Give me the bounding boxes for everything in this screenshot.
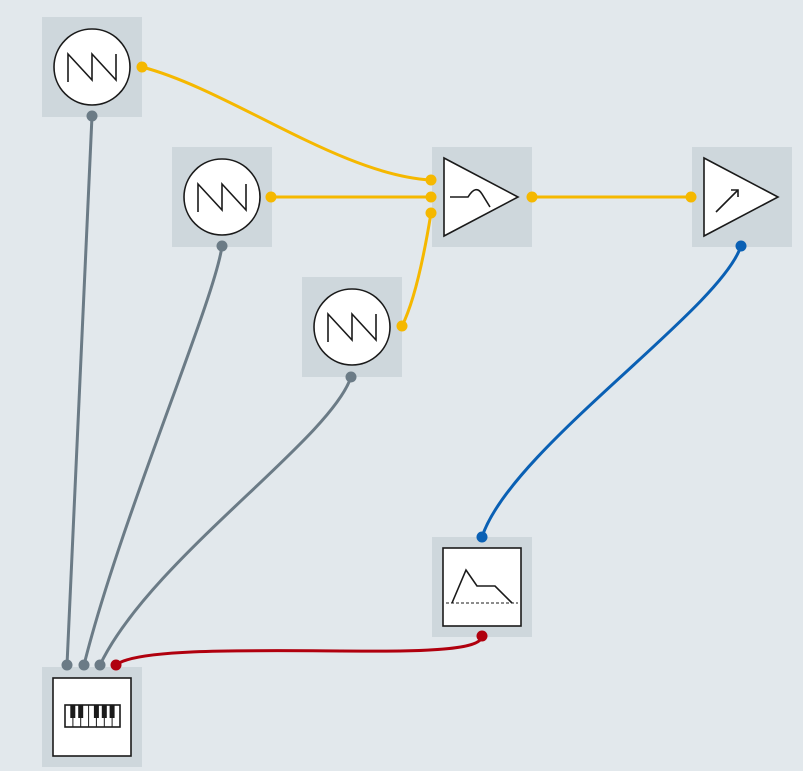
port-keyboard-pitch-out-2[interactable] bbox=[78, 659, 90, 671]
port-oscillator-1-pitch-in[interactable] bbox=[86, 110, 98, 122]
sawtooth-wave-icon bbox=[327, 311, 377, 343]
filter-module[interactable] bbox=[432, 147, 532, 247]
wires bbox=[65, 65, 743, 667]
port-filter-audio-in-1[interactable] bbox=[425, 174, 437, 186]
piano-keyboard-icon bbox=[64, 704, 121, 728]
oscillator-1-module[interactable] bbox=[42, 17, 142, 117]
port-filter-audio-in-2[interactable] bbox=[425, 191, 437, 203]
port-keyboard-pitch-out-1[interactable] bbox=[61, 659, 73, 671]
wire-audio-oscillator-1-to-filter[interactable] bbox=[141, 65, 432, 182]
port-oscillator-2-pitch-in[interactable] bbox=[216, 240, 228, 252]
wire-audio-oscillator-3-to-filter[interactable] bbox=[400, 212, 433, 327]
wire-pitch-keyboard-to-oscillator-1[interactable] bbox=[65, 115, 94, 666]
port-oscillator-1-audio-out[interactable] bbox=[136, 61, 148, 73]
oscillator-3-module[interactable] bbox=[302, 277, 402, 377]
port-amplifier-modulation-in[interactable] bbox=[735, 240, 747, 252]
amplifier-body bbox=[703, 156, 780, 238]
wire-gate-keyboard-to-envelope[interactable] bbox=[115, 635, 484, 667]
wire-pitch-keyboard-to-oscillator-2[interactable] bbox=[82, 245, 224, 666]
port-keyboard-gate-out[interactable] bbox=[110, 659, 122, 671]
envelope-body bbox=[442, 547, 522, 627]
port-oscillator-2-audio-out[interactable] bbox=[265, 191, 277, 203]
filter-body bbox=[443, 156, 520, 238]
port-amplifier-audio-in[interactable] bbox=[685, 191, 697, 203]
port-envelope-gate-in[interactable] bbox=[476, 630, 488, 642]
sawtooth-wave-icon bbox=[197, 181, 247, 213]
lowpass-filter-icon bbox=[450, 188, 491, 208]
adsr-envelope-icon bbox=[446, 568, 518, 604]
wire-pitch-keyboard-to-oscillator-3[interactable] bbox=[98, 376, 353, 666]
port-filter-audio-in-3[interactable] bbox=[425, 207, 437, 219]
wire-modulation-envelope-to-amplifier[interactable] bbox=[480, 245, 743, 538]
port-oscillator-3-audio-out[interactable] bbox=[396, 320, 408, 332]
keyboard-module[interactable] bbox=[42, 667, 142, 767]
vca-amplifier-icon bbox=[715, 189, 739, 213]
port-oscillator-3-pitch-in[interactable] bbox=[345, 371, 357, 383]
sawtooth-wave-icon bbox=[67, 51, 117, 83]
ports bbox=[61, 61, 747, 671]
envelope-module[interactable] bbox=[432, 537, 532, 637]
port-keyboard-pitch-out-3[interactable] bbox=[94, 659, 106, 671]
port-filter-audio-out[interactable] bbox=[526, 191, 538, 203]
oscillator-2-module[interactable] bbox=[172, 147, 272, 247]
port-envelope-modulation-out[interactable] bbox=[476, 531, 488, 543]
amplifier-module[interactable] bbox=[692, 147, 792, 247]
